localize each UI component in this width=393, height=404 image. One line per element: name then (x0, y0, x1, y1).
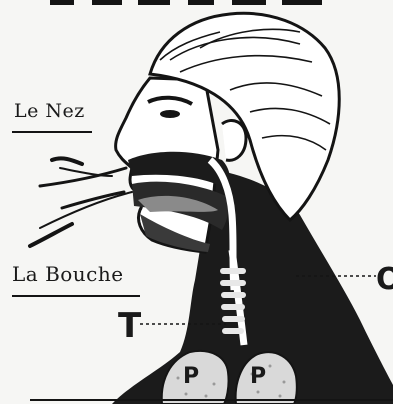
cropped-title-fragment (50, 0, 322, 5)
label-nose: Le Nez (14, 100, 85, 122)
airflow-arrows (30, 158, 132, 246)
label-lung-left: P (183, 364, 199, 389)
label-lung-right: P (250, 364, 266, 389)
label-esophagus: O (376, 262, 393, 297)
label-trachea: T (118, 306, 141, 346)
label-mouth: La Bouche (12, 262, 124, 286)
ear (222, 120, 246, 160)
eye (160, 110, 180, 118)
